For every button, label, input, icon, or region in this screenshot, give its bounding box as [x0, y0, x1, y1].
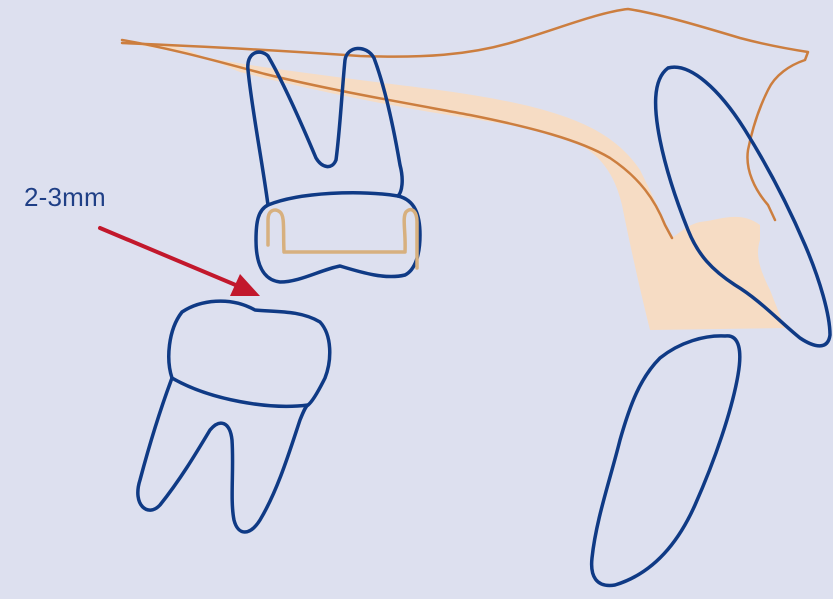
restoration-outline — [268, 210, 417, 268]
lower-molar-roots — [138, 378, 308, 532]
measurement-label: 2-3mm — [24, 182, 106, 212]
arrow-icon — [100, 228, 260, 296]
lower-molar-crown — [169, 301, 330, 406]
upper-molar-crown — [256, 193, 420, 282]
lower-right-bone-outline — [592, 336, 740, 586]
palate-bone-fill — [122, 42, 785, 330]
